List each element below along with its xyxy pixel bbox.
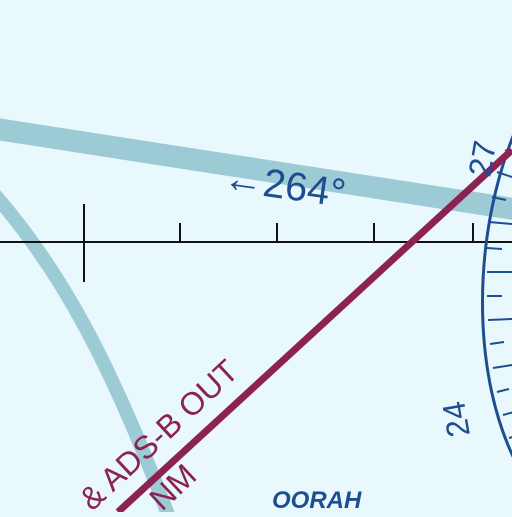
waypoint-label: OORAH [272,487,362,512]
compass-label-24: 24 [435,399,477,440]
compass-label-27: 27 [461,138,503,179]
